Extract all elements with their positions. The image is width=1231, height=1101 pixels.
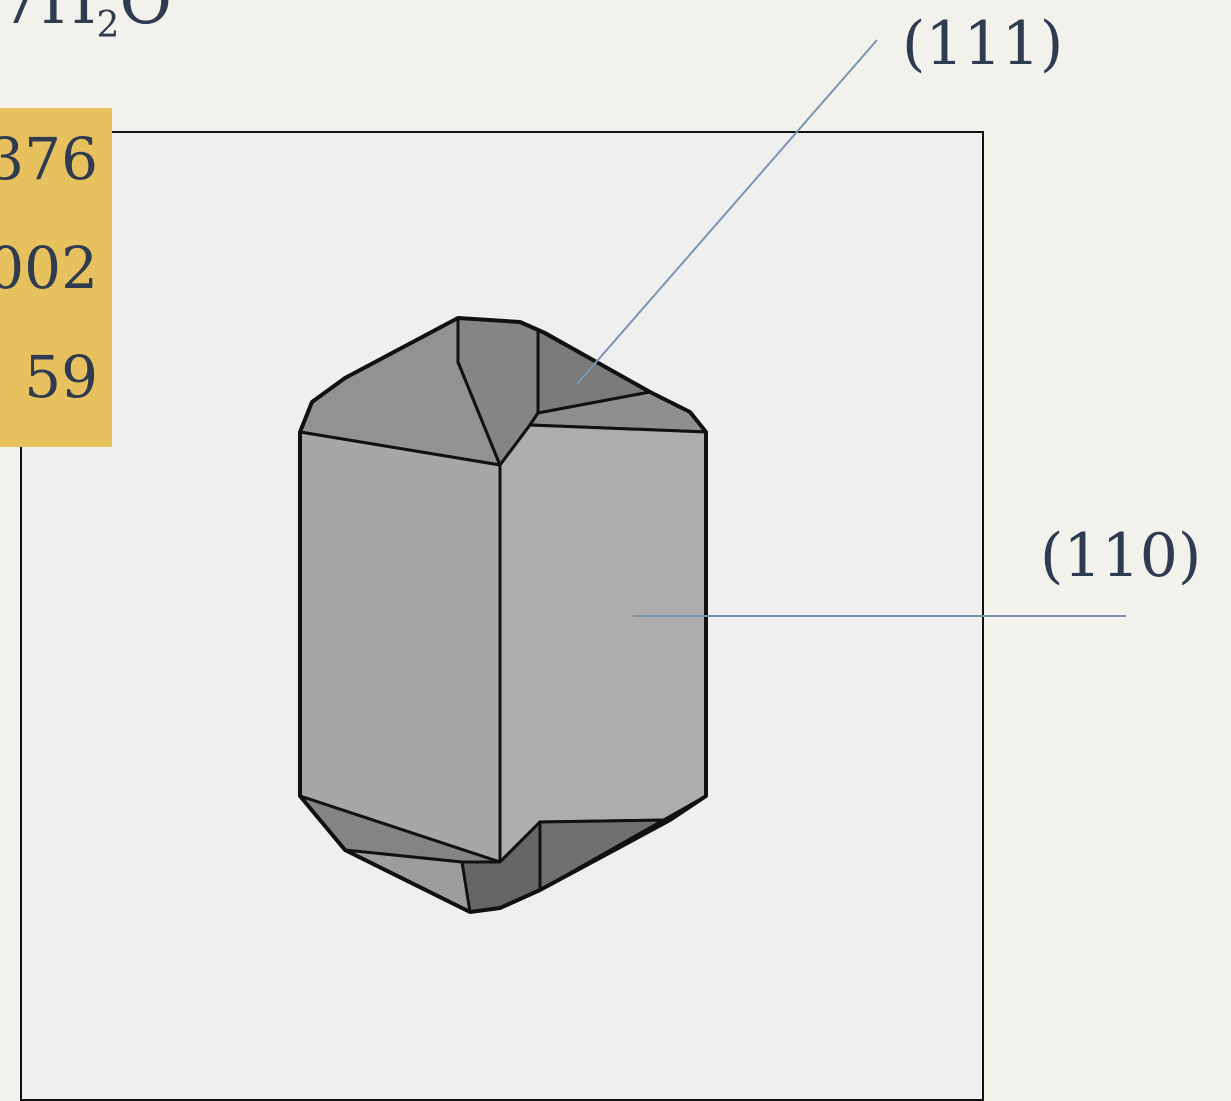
- formula-tail: O: [119, 0, 172, 39]
- parameter-value-1: 376: [0, 125, 98, 193]
- parameter-value-3: 59: [24, 343, 98, 411]
- formula-main: 7H: [0, 0, 97, 39]
- face-110: [498, 423, 708, 864]
- formula-subscript: 2: [96, 4, 120, 46]
- parameter-box: 376 002 59: [0, 108, 112, 447]
- left-prism-face: [298, 430, 502, 864]
- formula-title-fragment: 7H2O: [0, 0, 172, 44]
- face-label-110: (110): [1040, 521, 1202, 591]
- crystal-outline: [298, 316, 708, 914]
- parameter-value-2: 002: [0, 234, 98, 302]
- leader-line-111: [576, 39, 878, 385]
- face-label-111: (111): [902, 9, 1064, 79]
